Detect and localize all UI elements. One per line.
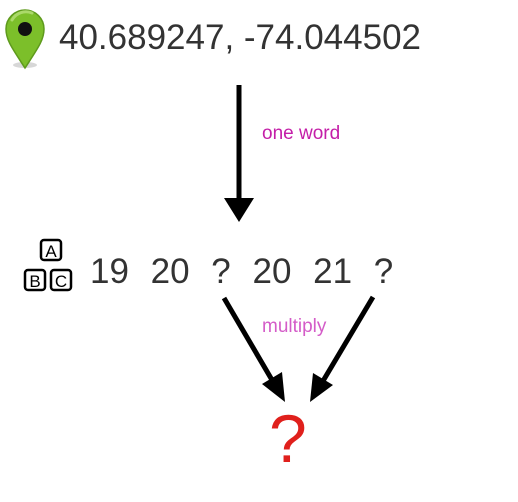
block-a-letter: A (45, 242, 57, 261)
arrow-left-diagonal (221, 296, 285, 402)
block-c-letter: C (55, 272, 67, 291)
result-question-mark: ? (269, 401, 307, 477)
multiply-label: multiply (262, 316, 327, 337)
pin-dot (18, 22, 32, 36)
pin-body (5, 9, 45, 70)
arrow-right-diagonal (310, 295, 376, 402)
sequence-text: 19 20 ? 20 21 ? (90, 252, 394, 291)
coordinates-text: 40.689247, -74.044502 (59, 18, 421, 57)
arrow-down (224, 85, 254, 222)
one-word-label: one word (262, 123, 341, 144)
abc-blocks-icon: A B C (23, 238, 73, 292)
block-b-letter: B (29, 272, 40, 291)
map-pin-icon (5, 9, 45, 70)
